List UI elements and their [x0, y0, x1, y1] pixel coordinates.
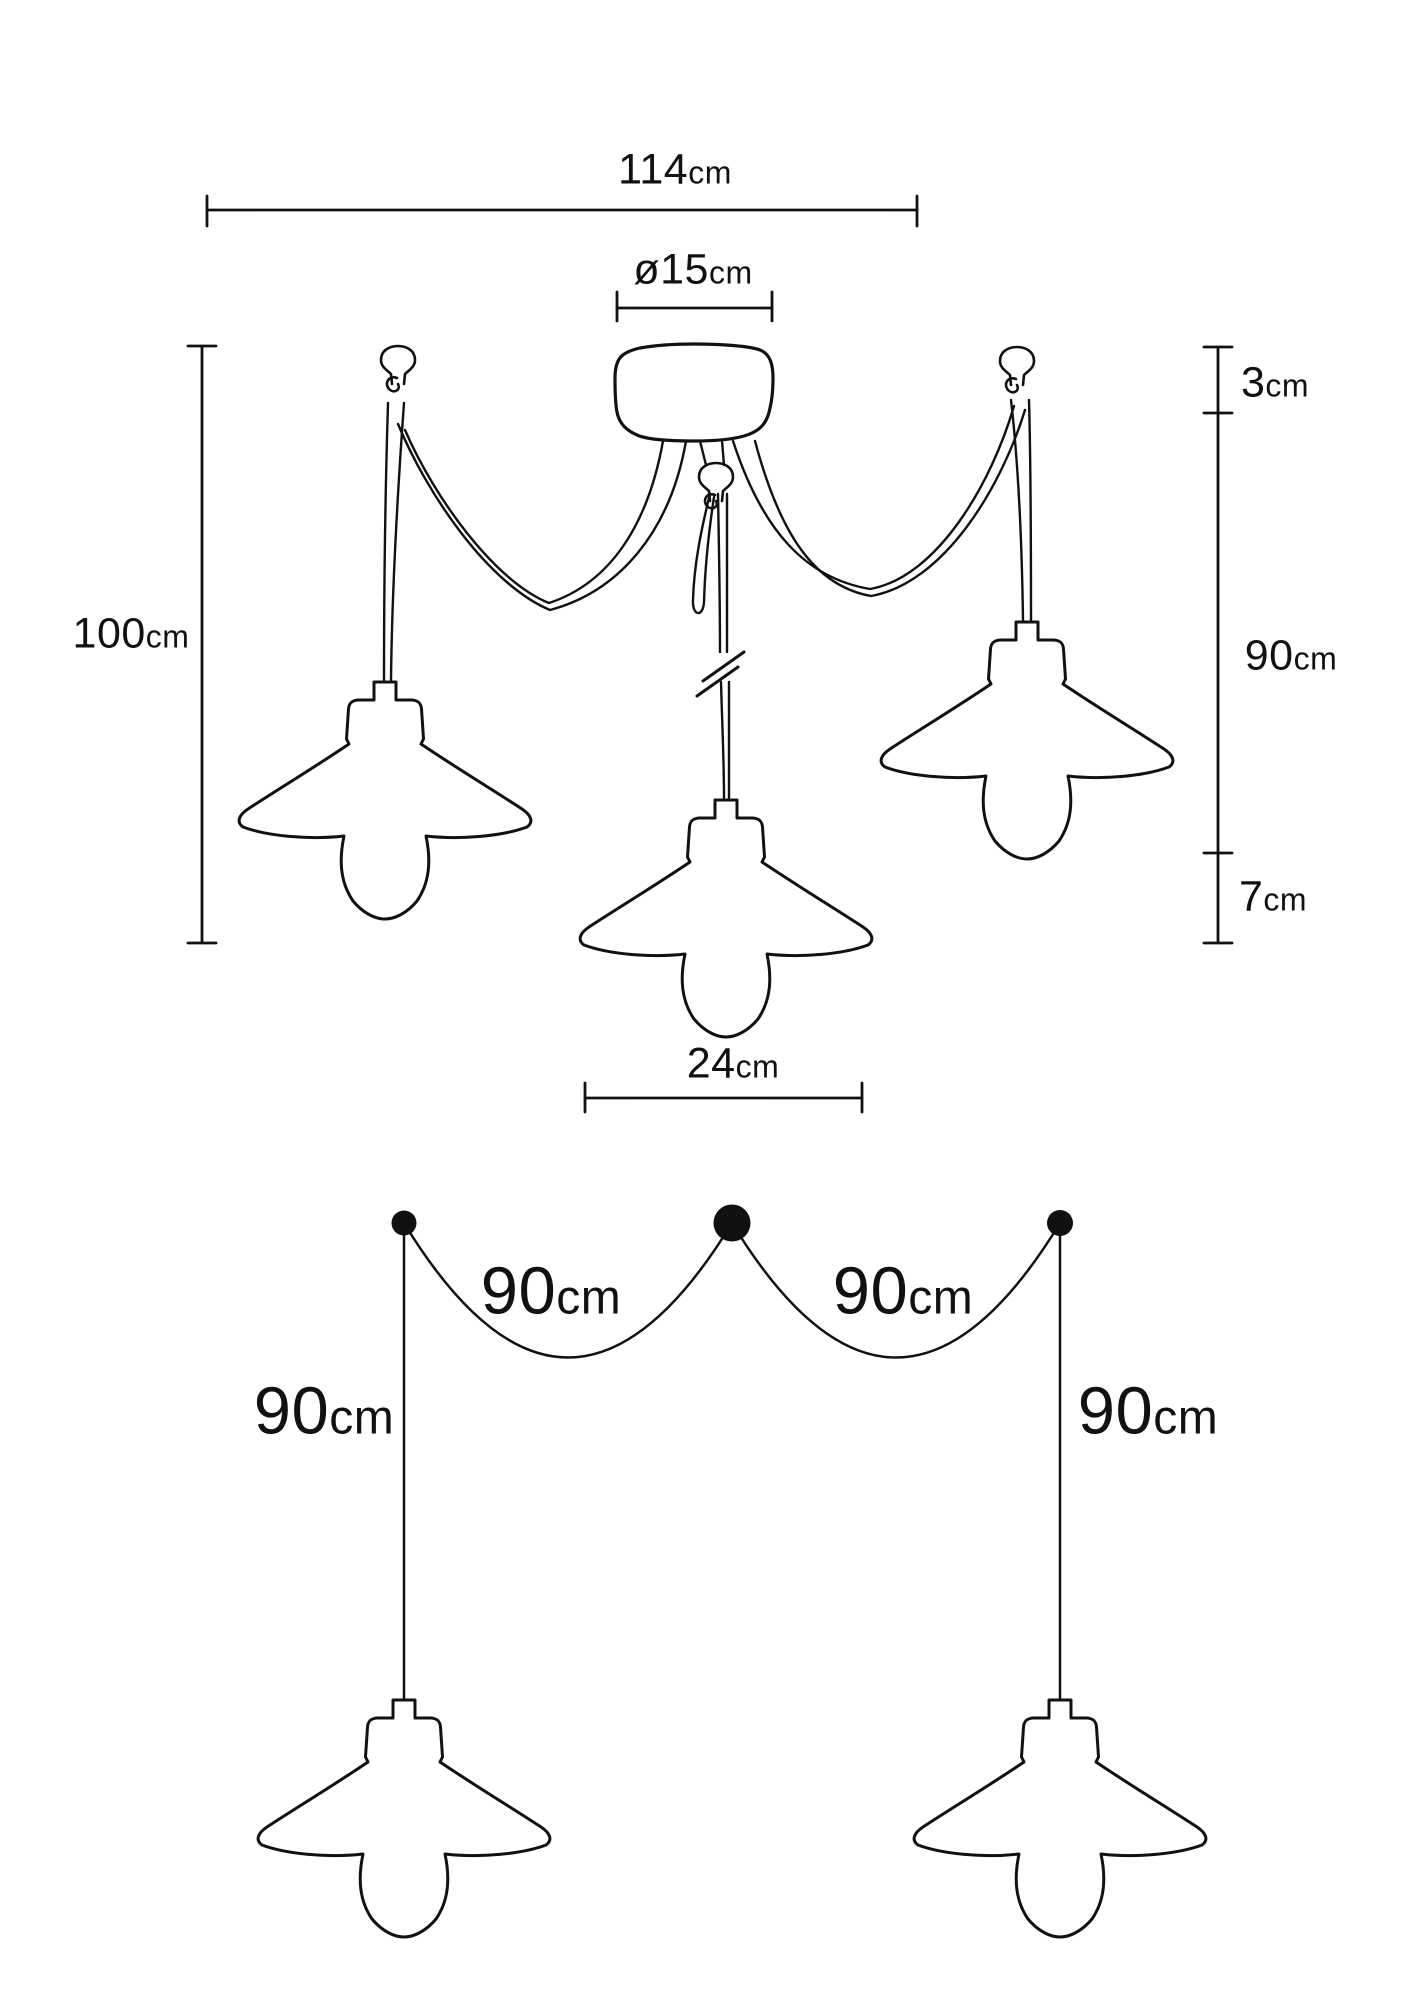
span-right-label: 90cm — [832, 1253, 974, 1329]
drop-left-label: 90cm — [253, 1373, 395, 1449]
center-drop-cable — [716, 492, 731, 800]
right-anchor-knob — [998, 345, 1036, 394]
cable-break-symbol — [695, 650, 746, 698]
top-view — [186, 194, 1234, 1114]
right-swag-cable — [731, 404, 1027, 598]
left-span-arc — [402, 1221, 734, 1359]
dim-line-114 — [205, 194, 919, 228]
right-lamp-shade — [879, 620, 1175, 861]
dim-line-24 — [583, 1081, 864, 1114]
right-drop-cable — [1009, 398, 1033, 622]
left-anchor-knob — [379, 344, 417, 393]
overall-width-label: 114cm — [618, 145, 732, 194]
dim-line-15 — [615, 290, 774, 323]
left-swag-cable — [396, 422, 688, 612]
left-lamp-shade — [237, 680, 533, 921]
cable-drop-label: 90cm — [1244, 631, 1338, 680]
span-left-label: 90cm — [480, 1253, 622, 1329]
ceiling-canopy — [613, 342, 775, 443]
overall-height-label: 100cm — [72, 609, 190, 658]
bottom-right-lamp-shade — [912, 1698, 1208, 1939]
dim-line-right-column — [1202, 345, 1234, 945]
center-cable-upper — [698, 439, 726, 467]
shade-diameter-label: 24cm — [686, 1039, 780, 1088]
left-drop-cable — [382, 401, 406, 682]
center-lamp-shade — [578, 798, 874, 1039]
center-cable-loop — [691, 492, 716, 615]
dim-line-100 — [186, 344, 218, 945]
right-span-arc — [730, 1221, 1062, 1359]
drop-right-label: 90cm — [1077, 1373, 1219, 1449]
bottom-left-lamp-shade — [256, 1698, 552, 1939]
shade-height-label: 7cm — [1238, 872, 1308, 921]
bottom-view — [256, 1204, 1208, 1939]
canopy-height-label: 3cm — [1240, 358, 1310, 407]
canopy-diameter-label: ø15cm — [633, 245, 753, 294]
